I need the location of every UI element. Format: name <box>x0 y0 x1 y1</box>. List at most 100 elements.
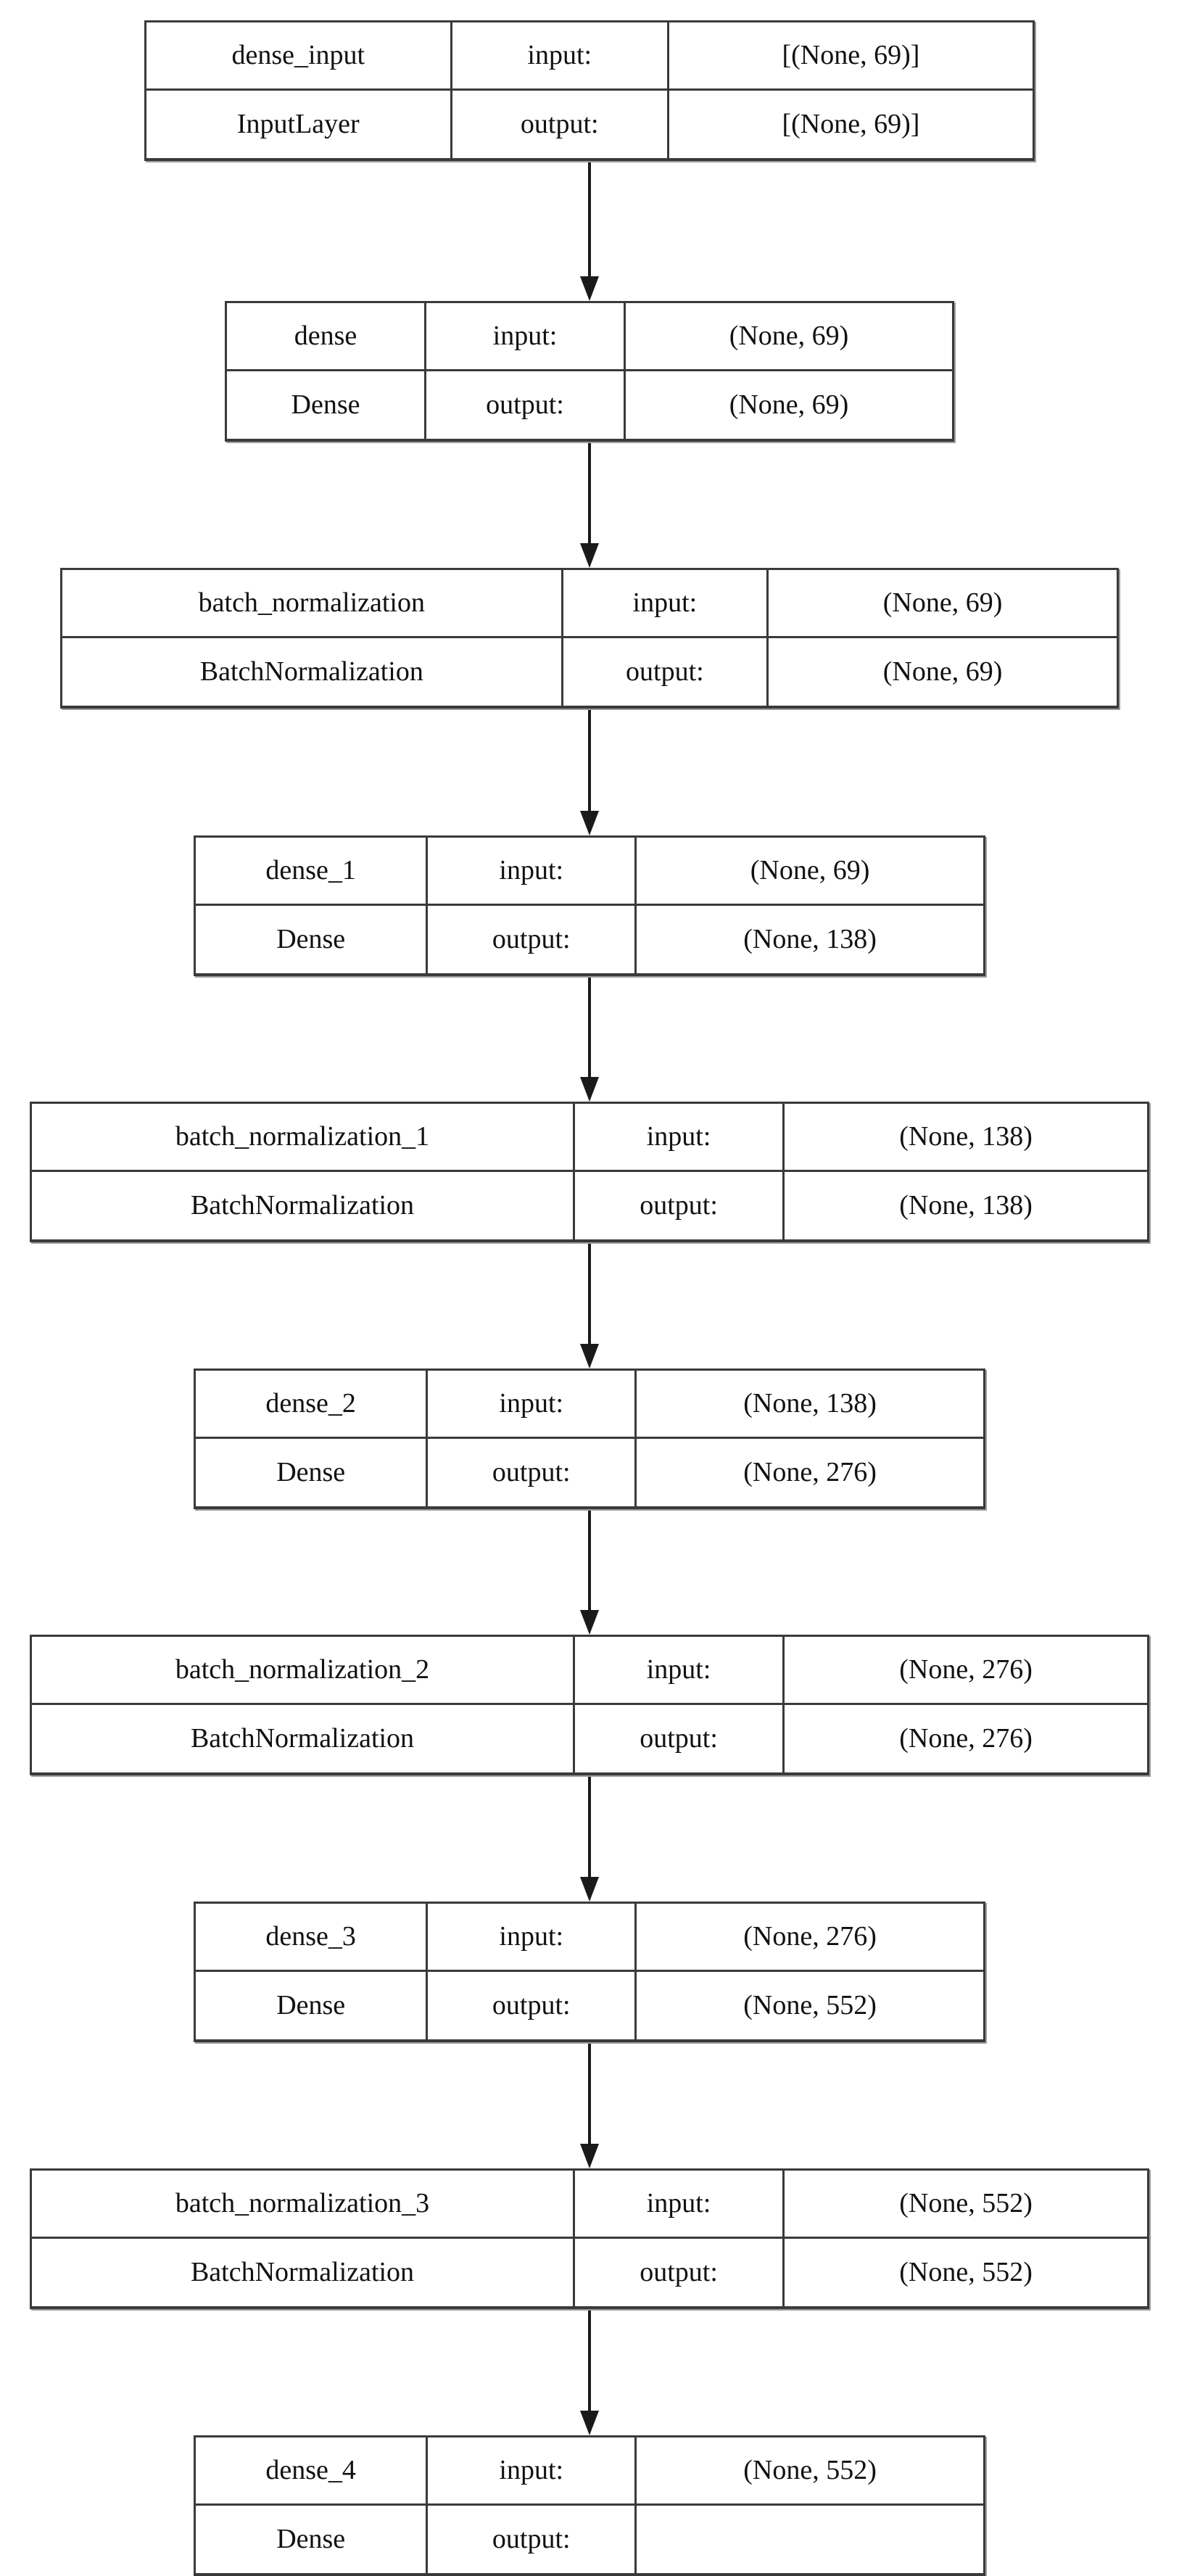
output-label: output: <box>426 371 626 439</box>
output-shape: (None, 138) <box>899 1190 1033 1221</box>
arrow-shaft <box>588 161 591 279</box>
layer-type: BatchNormalization <box>32 1704 575 1772</box>
output-label: output: <box>563 637 769 706</box>
input-label: input: <box>563 570 769 636</box>
input-label: input: <box>428 2437 637 2503</box>
output-label: output: <box>575 1704 785 1772</box>
output-shape: (None, 69) <box>882 656 1003 688</box>
input-shape: (None, 552) <box>899 2188 1033 2219</box>
output-label: output: <box>428 905 637 973</box>
arrow-head-icon <box>580 1077 599 1102</box>
input-shape: (None, 552) <box>743 2455 877 2486</box>
arrow-head-icon <box>580 1610 599 1635</box>
layer-name: dense_3 <box>196 1904 429 1970</box>
layer-name: dense_2 <box>196 1371 429 1437</box>
output-label: output: <box>575 1171 785 1239</box>
input-label: input: <box>428 1904 637 1970</box>
input-shape: (None, 276) <box>899 1654 1033 1685</box>
layer-name: dense <box>227 303 426 369</box>
arrow-shaft <box>588 1242 591 1347</box>
connector-arrow <box>580 1242 599 1368</box>
arrow-head-icon <box>580 1877 599 1902</box>
arrow-shaft <box>588 1509 591 1613</box>
connector-arrow <box>580 2309 599 2435</box>
layer-type: Dense <box>227 371 426 439</box>
arrow-shaft <box>588 2309 591 2414</box>
output-label: output: <box>428 1438 637 1506</box>
layer-type: Dense <box>196 905 429 973</box>
arrow-head-icon <box>580 543 599 568</box>
input-label: input: <box>428 838 637 904</box>
arrow-head-icon <box>580 2144 599 2168</box>
input-shape: (None, 69) <box>750 855 870 886</box>
layer-type: BatchNormalization <box>32 1171 575 1239</box>
input-shape: (None, 69) <box>729 321 849 352</box>
arrow-shaft <box>588 976 591 1080</box>
input-shape: (None, 69) <box>882 587 1003 619</box>
output-shape: [(None, 69)] <box>782 109 920 140</box>
input-shape: (None, 138) <box>743 1388 877 1419</box>
layer-name: dense_input <box>146 22 452 88</box>
layer-name: batch_normalization <box>62 570 563 636</box>
input-label: input: <box>575 1637 785 1703</box>
connector-arrow <box>580 442 599 568</box>
layer-name: batch_normalization_2 <box>32 1637 575 1703</box>
layer-type: Dense <box>196 2505 429 2573</box>
output-shape <box>637 2506 983 2574</box>
layer-type: Dense <box>196 1438 429 1506</box>
output-label: output: <box>452 90 669 158</box>
output-shape: (None, 276) <box>899 1723 1033 1754</box>
connector-arrow <box>580 709 599 835</box>
output-label: output: <box>428 2505 637 2573</box>
input-label: input: <box>575 1104 785 1170</box>
input-label: input: <box>426 303 626 369</box>
output-label: output: <box>428 1971 637 2039</box>
input-label: input: <box>575 2171 785 2237</box>
arrow-head-icon <box>580 811 599 835</box>
layer-type: BatchNormalization <box>62 637 563 706</box>
output-shape: (None, 552) <box>743 1990 877 2021</box>
input-label: input: <box>428 1371 637 1437</box>
output-shape: (None, 552) <box>899 2257 1033 2288</box>
output-label: output: <box>575 2238 785 2306</box>
output-shape: (None, 69) <box>729 389 849 421</box>
input-shape: (None, 138) <box>899 1121 1033 1152</box>
connector-arrow <box>580 976 599 1102</box>
connector-arrow <box>580 161 599 301</box>
input-shape: [(None, 69)] <box>782 40 920 71</box>
connector-arrow <box>580 2042 599 2168</box>
layer-type: InputLayer <box>146 90 452 158</box>
arrow-head-icon <box>580 1344 599 1368</box>
layer-type: BatchNormalization <box>32 2238 575 2306</box>
output-shape: (None, 276) <box>743 1457 877 1488</box>
arrow-head-icon <box>580 276 599 301</box>
layer-name: batch_normalization_1 <box>32 1104 575 1170</box>
arrow-head-icon <box>580 2411 599 2435</box>
layer-name: batch_normalization_3 <box>32 2171 575 2237</box>
